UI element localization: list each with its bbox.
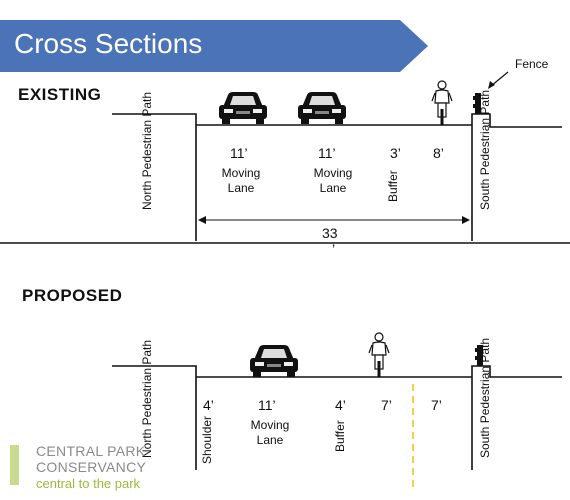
proposed-road-profile [112, 365, 197, 470]
existing-lane-2-width: 11’ [318, 145, 336, 161]
fence-arrow [490, 71, 509, 87]
existing-south-curb [471, 113, 562, 241]
existing-lane-2-label: Moving Lane [313, 166, 353, 195]
proposed-lane-5-width: 7’ [431, 397, 442, 413]
fence-label: Fence [515, 57, 549, 71]
page-title: Cross Sections [14, 28, 203, 59]
proposed-lane-1-width: 4’ [203, 397, 214, 413]
car-icon [250, 345, 298, 377]
existing-lane-3-label: Buffer [386, 170, 400, 202]
existing-lane-1-label: Moving Lane [221, 166, 261, 195]
existing-south-path-label: South Pedestrian Path [478, 89, 492, 210]
logo-accent-bar [10, 445, 19, 485]
existing-total-width: 33 [322, 225, 338, 241]
proposed-lane-4-width: 7’ [381, 397, 392, 413]
existing-heading: EXISTING [18, 85, 102, 104]
proposed-south-curb [471, 365, 562, 470]
proposed-lane-2-label: Moving Lane [250, 418, 290, 447]
existing-road-profile [112, 113, 197, 241]
logo-line-2: CONSERVANCY [36, 459, 147, 475]
title-banner [0, 20, 428, 72]
existing-tick-mark: ’ [332, 241, 336, 257]
proposed-lane-2-width: 11’ [258, 397, 276, 413]
cyclist-icon [368, 332, 390, 377]
existing-north-path-label: North Pedestrian Path [140, 91, 154, 210]
proposed-lane-3-width: 4’ [335, 397, 346, 413]
proposed-lane-1-label: Shoulder [200, 415, 214, 465]
cyclist-icon [431, 80, 453, 125]
existing-lane-1-width: 11’ [230, 145, 248, 161]
proposed-fence-post [477, 345, 483, 366]
existing-fence-post [475, 93, 481, 114]
proposed-south-path-label: South Pedestrian Path [478, 337, 492, 458]
car-icon [219, 92, 267, 124]
logo-tagline: central to the park [36, 476, 141, 491]
existing-lane-3-width: 3’ [390, 145, 401, 161]
proposed-north-path-label: North Pedestrian Path [140, 339, 154, 458]
logo-line-1: CENTRAL PARK [36, 443, 146, 459]
car-icon [298, 92, 346, 124]
proposed-heading: PROPOSED [22, 286, 123, 305]
proposed-lane-3-label: Buffer [333, 420, 347, 452]
existing-lane-4-width: 8’ [433, 145, 444, 161]
